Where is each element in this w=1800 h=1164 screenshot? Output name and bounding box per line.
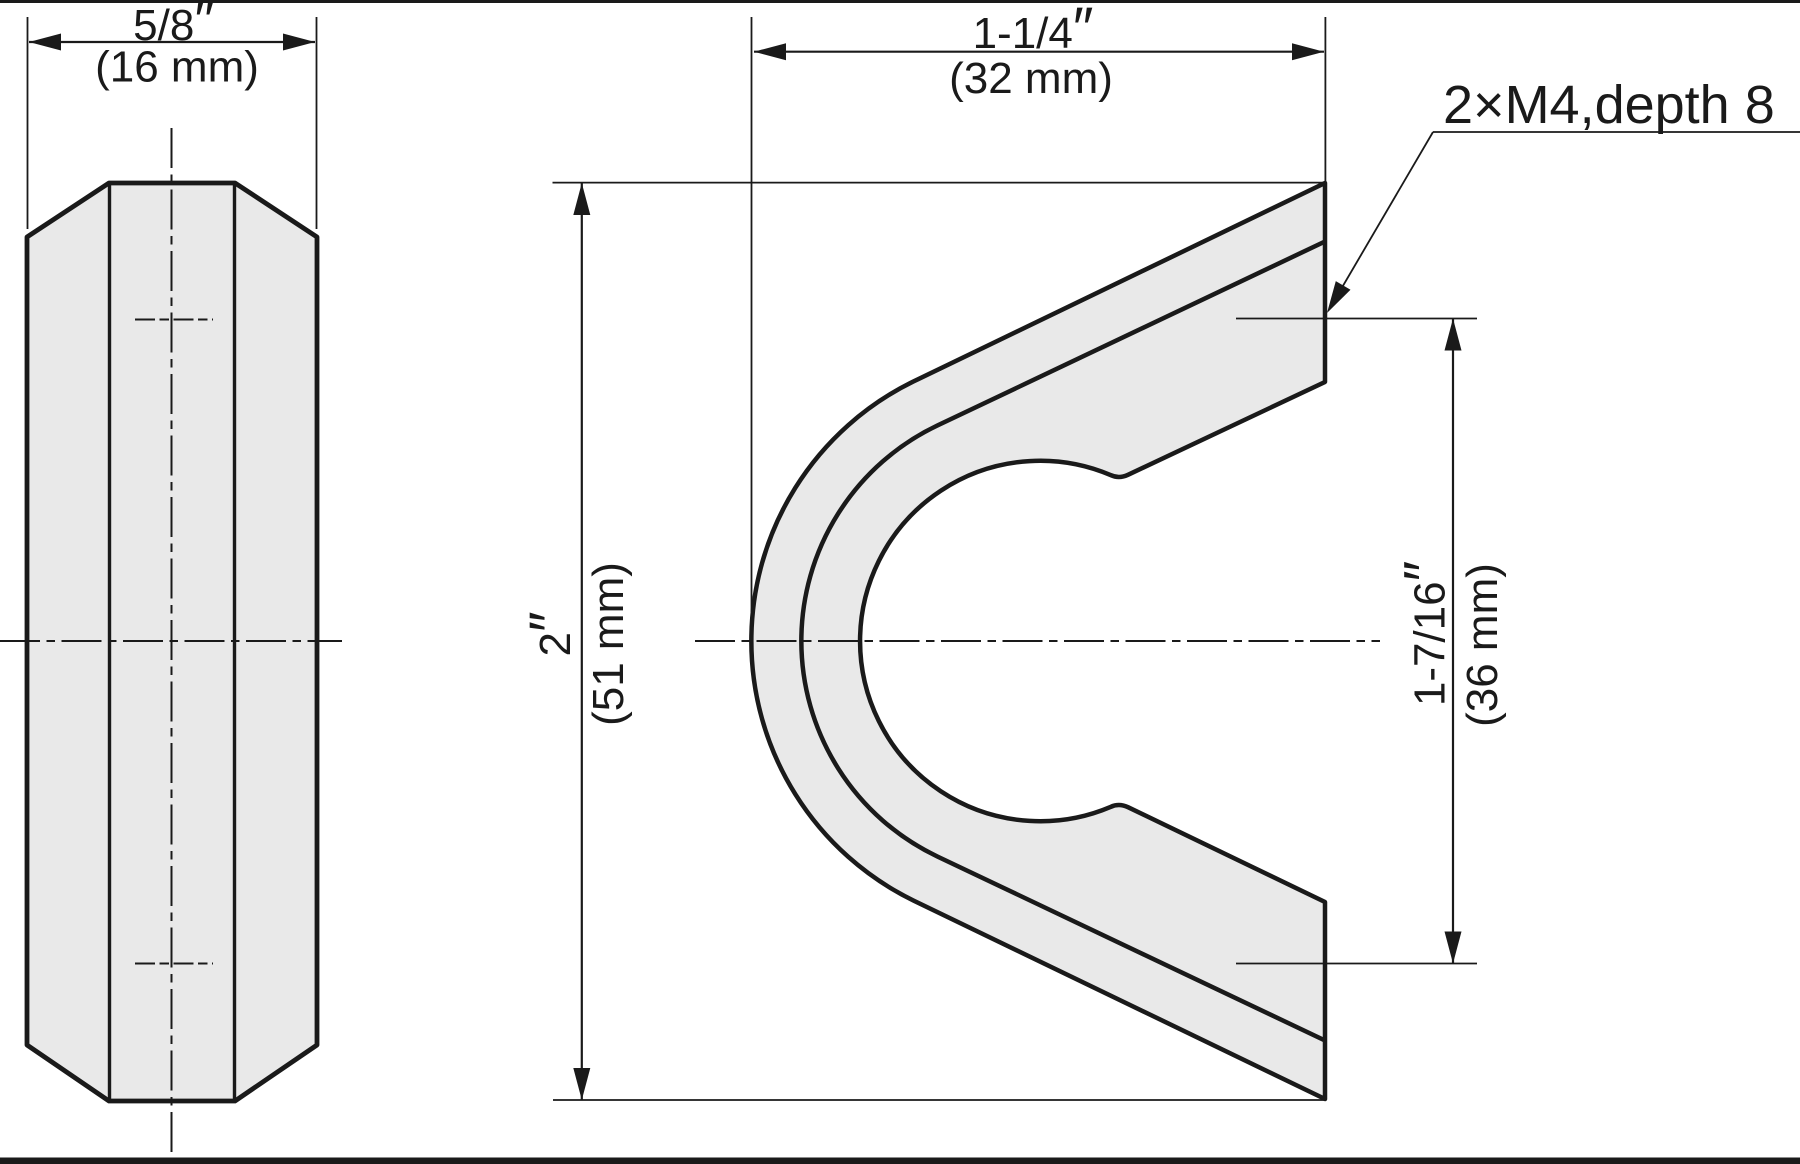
svg-text:2″: 2″ — [518, 611, 583, 656]
svg-text:(32 mm): (32 mm) — [949, 54, 1113, 103]
svg-text:2×M4,depth 8: 2×M4,depth 8 — [1443, 75, 1775, 135]
svg-text:1-7/16″: 1-7/16″ — [1393, 561, 1458, 706]
svg-text:5/8″: 5/8″ — [133, 0, 215, 53]
svg-text:(36 mm): (36 mm) — [1458, 563, 1507, 727]
svg-text:(51 mm): (51 mm) — [584, 562, 633, 726]
svg-text:(16 mm): (16 mm) — [95, 43, 259, 92]
svg-text:1-1/4″: 1-1/4″ — [973, 0, 1094, 61]
